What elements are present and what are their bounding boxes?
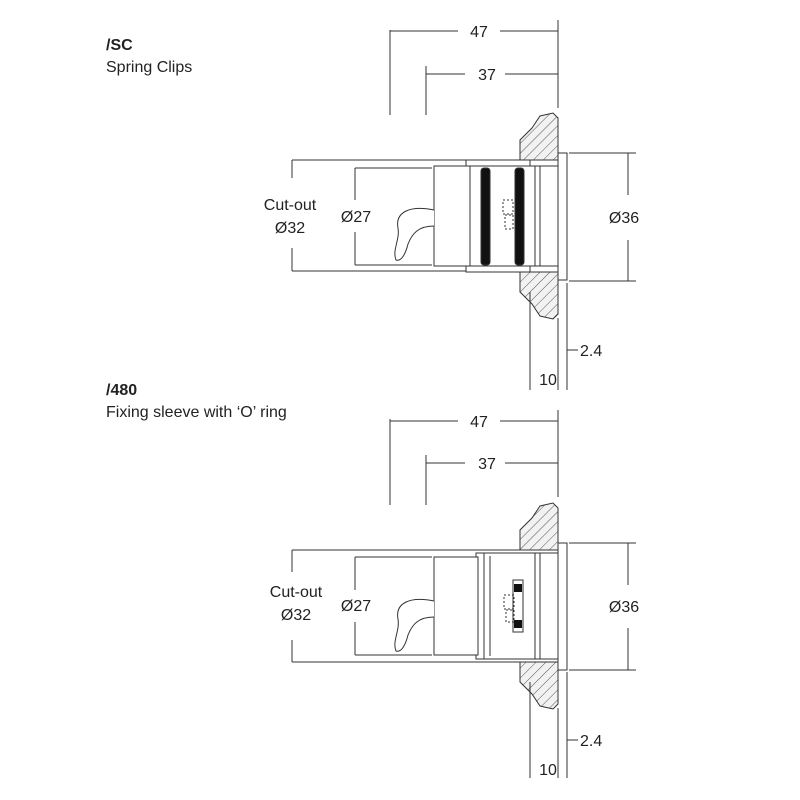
- dim-overall-sc: 47: [389, 20, 559, 115]
- fitting-body: [433, 556, 479, 656]
- dim-flange-label: Ø36: [609, 599, 639, 616]
- spring-clip: [480, 167, 491, 266]
- dim-depth-sc: 2.4 10: [529, 283, 602, 390]
- flange: [557, 542, 568, 671]
- dim-flange-label: Ø36: [609, 210, 639, 227]
- dim-flange-sc: Ø36: [569, 152, 639, 282]
- cutout-label: Cut-out: [264, 197, 317, 214]
- body-dia-label: Ø27: [341, 598, 371, 615]
- panel-section-top: [519, 502, 559, 551]
- dim-overall-label: 47: [470, 414, 488, 431]
- drawing-480: 47 37: [270, 410, 639, 779]
- dim-body-480: 37: [425, 455, 558, 505]
- variant-description: Spring Clips: [106, 59, 193, 76]
- flange: [557, 152, 568, 281]
- panel-section-top: [519, 112, 559, 161]
- variant-code: /SC: [106, 37, 133, 54]
- variant-code: /480: [106, 382, 138, 399]
- cutout-label: Cut-out: [270, 584, 323, 601]
- dim-overall-label: 47: [470, 24, 488, 41]
- dim-body-sc: 37: [425, 66, 558, 115]
- dim-depth-label: 10: [539, 762, 557, 779]
- dim-thickness-label: 2.4: [580, 733, 602, 750]
- panel-section-bottom: [519, 271, 559, 320]
- drawing-sc: 47 37: [264, 20, 639, 390]
- body-dia-label: Ø27: [341, 209, 371, 226]
- dim-depth-480: 2.4 10: [529, 672, 602, 779]
- cutout-dia-label: Ø32: [275, 220, 305, 237]
- dim-body-label: 37: [478, 456, 496, 473]
- panel-section-bottom: [519, 661, 559, 710]
- spring-clip: [514, 167, 525, 266]
- o-ring: [512, 579, 524, 633]
- fitting-body: [433, 165, 559, 267]
- dim-overall-480: 47: [389, 410, 559, 505]
- cable: [394, 207, 435, 261]
- dim-depth-label: 10: [539, 372, 557, 389]
- dim-body-label: 37: [478, 67, 496, 84]
- dim-thickness-label: 2.4: [580, 343, 602, 360]
- variant-description: Fixing sleeve with ‘O’ ring: [106, 404, 287, 421]
- cutout-dia-label: Ø32: [281, 607, 311, 624]
- dim-flange-480: Ø36: [569, 542, 639, 671]
- cable: [394, 598, 435, 652]
